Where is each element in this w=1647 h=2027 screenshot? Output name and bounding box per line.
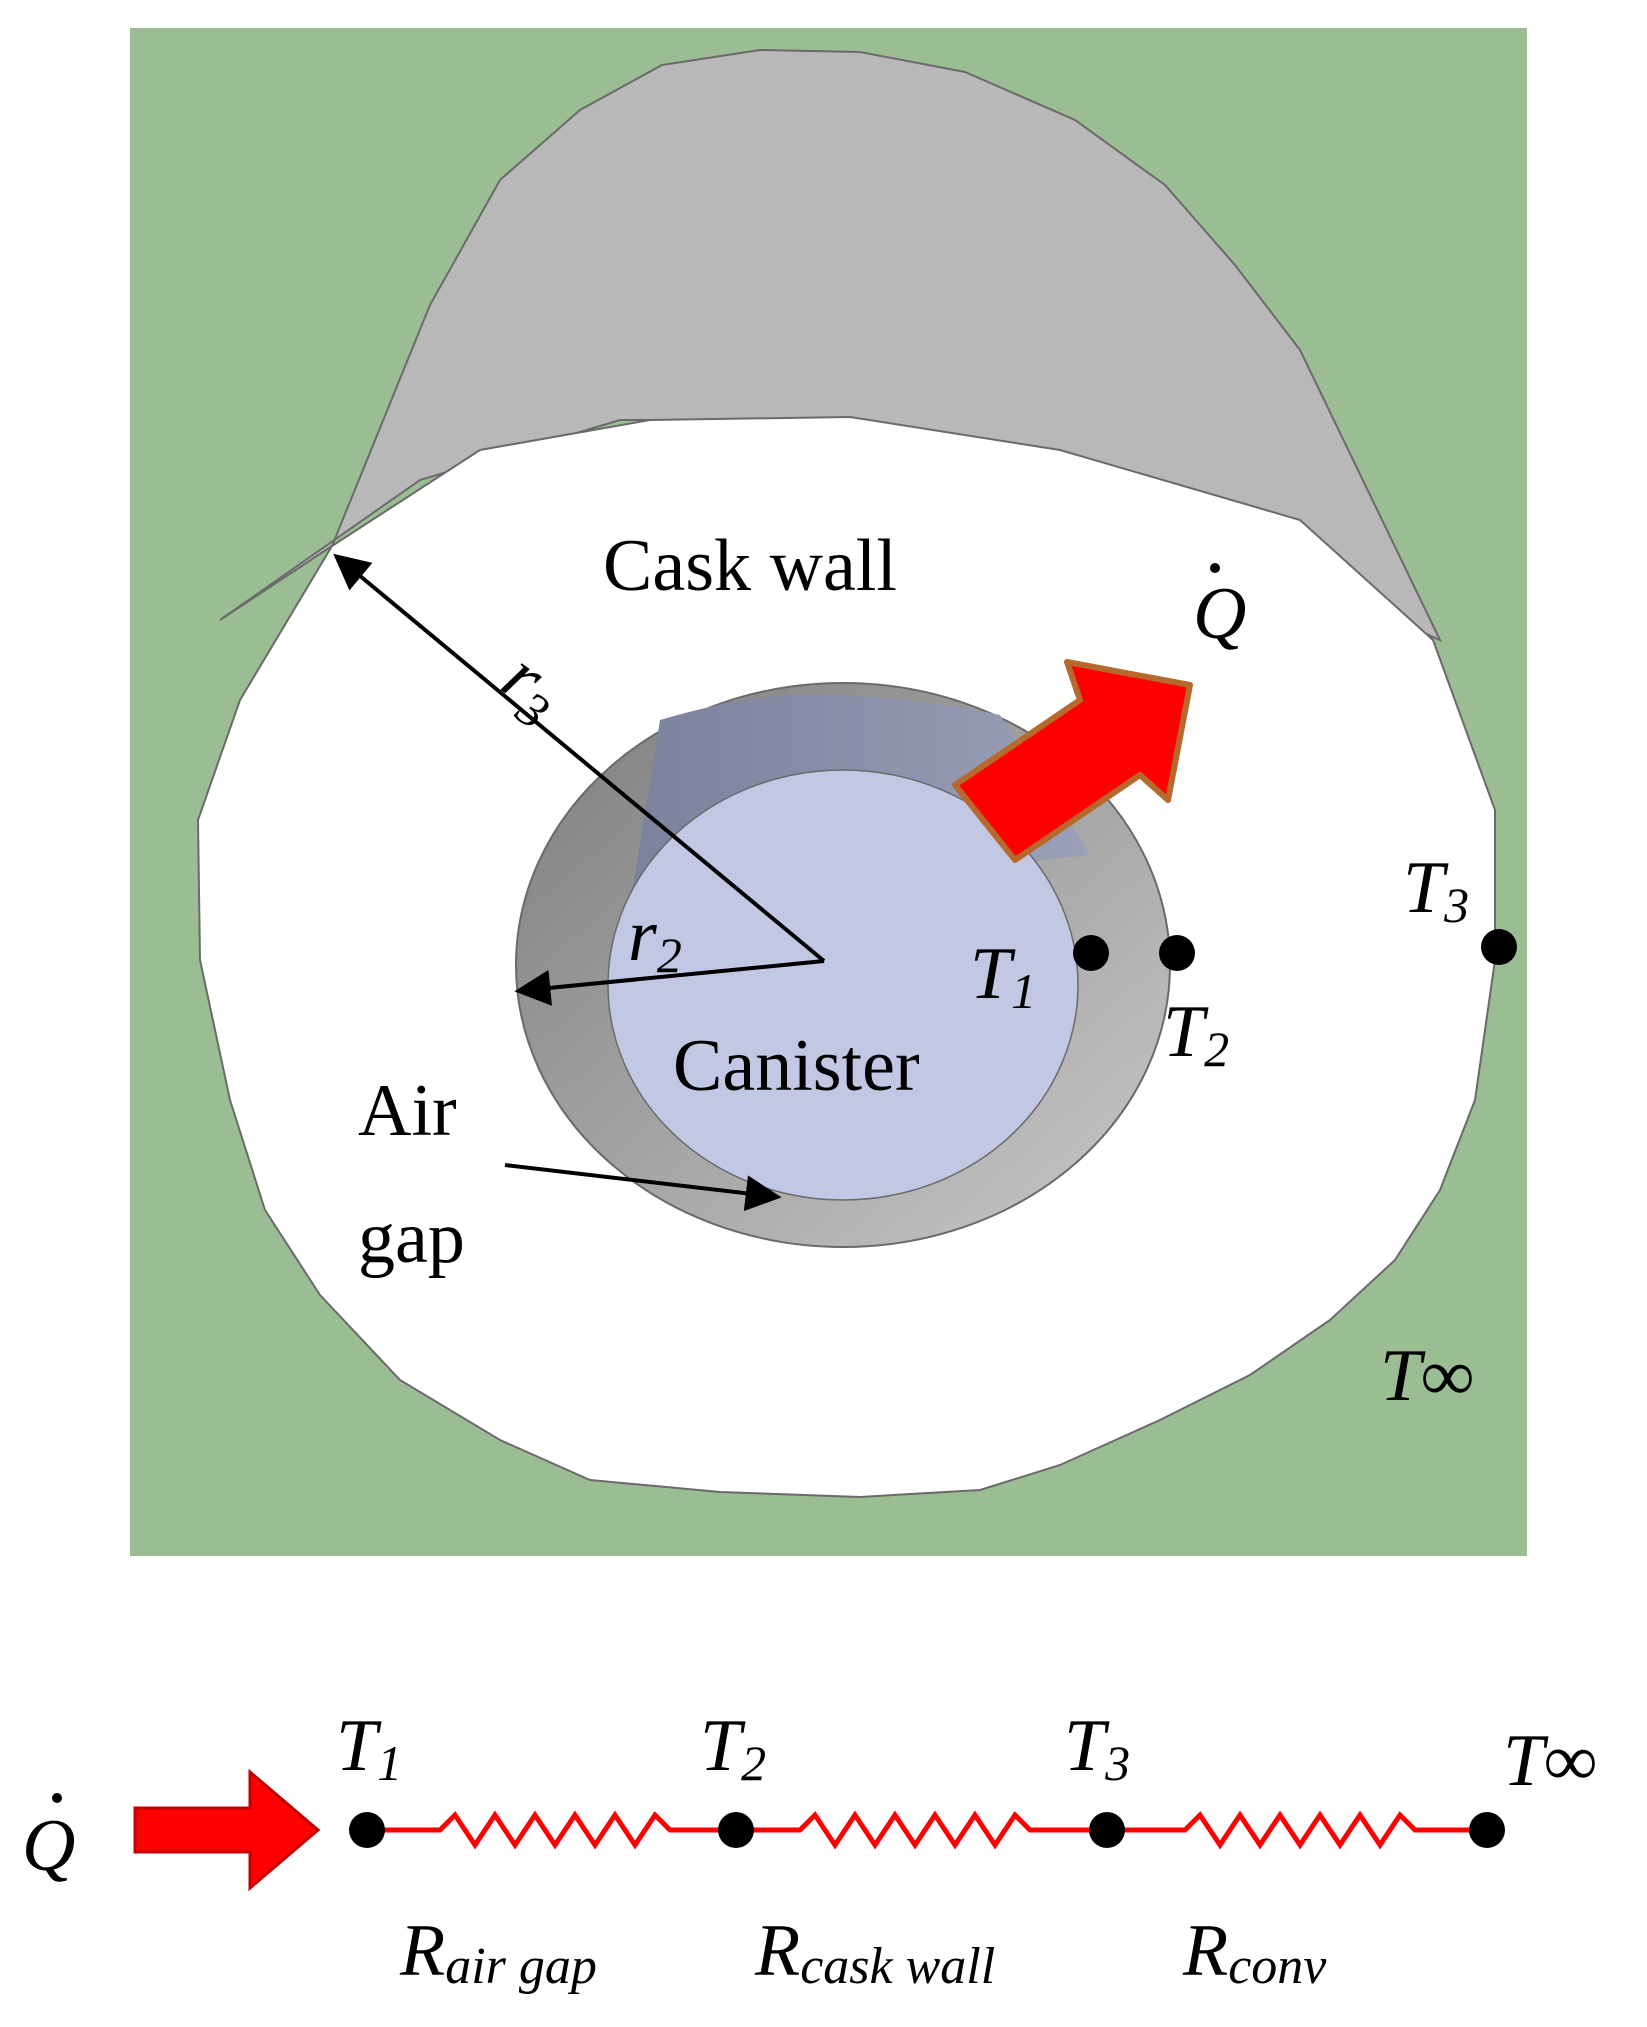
r-air-gap-label: Rair gap — [399, 1910, 597, 1995]
canister-label: Canister — [673, 1025, 920, 1107]
resistor-cask-wall — [736, 1810, 1107, 1850]
air-gap-label-line1: Air — [358, 1070, 457, 1152]
circuit-node-t1 — [349, 1812, 385, 1848]
r-conv-label: Rconv — [1182, 1910, 1327, 1995]
resistor-conv — [1107, 1810, 1487, 1850]
svg-text:Q: Q — [22, 1805, 75, 1887]
t2-point — [1159, 935, 1195, 971]
thermal-circuit: Q T1 T2 T3 T∞ Rair gap Rcask wall Rconv — [22, 1705, 1597, 1995]
circuit-t1-label: T1 — [336, 1705, 402, 1791]
r2-label: r2 — [628, 895, 682, 983]
cask-wall-label: Cask wall — [603, 525, 897, 607]
r-cask-wall-label: Rcask wall — [754, 1910, 995, 1995]
q-label-top: Q — [1193, 563, 1246, 655]
circuit-q-dot — [52, 1793, 62, 1803]
r2-radius-arrow — [514, 959, 825, 1006]
circuit-t2-label: T2 — [700, 1705, 766, 1791]
circuit-q-label: Q — [22, 1793, 75, 1887]
circuit-node-t3 — [1089, 1812, 1125, 1848]
r3-radius-arrow — [333, 553, 826, 963]
resistor-air-gap — [367, 1810, 736, 1850]
heat-flow-arrow — [952, 659, 1193, 863]
q-dot — [1210, 563, 1220, 573]
circuit-node-t2 — [718, 1812, 754, 1848]
t1-point — [1073, 935, 1109, 971]
t1-label: T1 — [970, 933, 1036, 1019]
t3-point — [1481, 929, 1517, 965]
circuit-heat-arrow — [133, 1768, 321, 1892]
air-gap-label-line2: gap — [358, 1197, 465, 1279]
air-gap-pointer-arrow — [504, 1163, 782, 1212]
t-inf-label: T∞ — [1380, 1335, 1474, 1417]
circuit-t-inf-label: T∞ — [1503, 1720, 1597, 1802]
circuit-node-t-inf — [1469, 1812, 1505, 1848]
circuit-t3-label: T3 — [1064, 1705, 1130, 1791]
svg-text:Q: Q — [1193, 573, 1246, 655]
t3-label: T3 — [1403, 847, 1469, 933]
t2-label: T2 — [1163, 991, 1229, 1077]
